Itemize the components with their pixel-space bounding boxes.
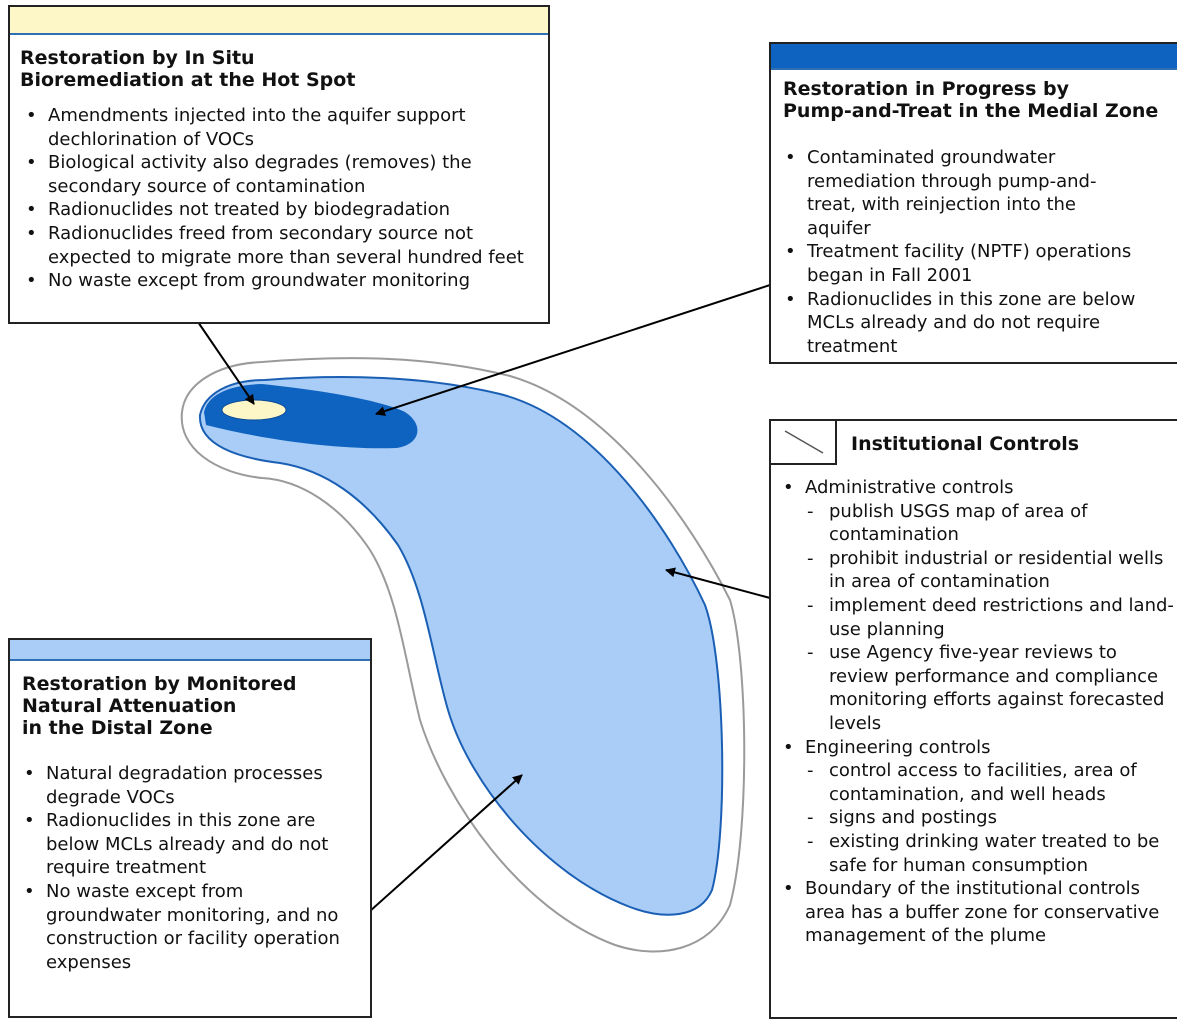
hot-spot-bullet: Radionuclides not treated by biodegradat… bbox=[20, 198, 540, 222]
hot-spot-color-band bbox=[10, 7, 548, 35]
engineering-controls-label: Engineering controls bbox=[805, 736, 991, 758]
arrow-hot-spot bbox=[197, 321, 255, 405]
administrative-controls: Administrative controls publish USGS map… bbox=[777, 476, 1177, 736]
hot-spot-title: Restoration by In Situ Bioremediation at… bbox=[20, 47, 356, 91]
hot-spot-bullets: Amendments injected into the aquifer sup… bbox=[20, 104, 540, 293]
administrative-controls-list: publish USGS map of area of contaminatio… bbox=[805, 500, 1177, 736]
hot-spot-bullet: Radionuclides freed from secondary sourc… bbox=[20, 222, 540, 269]
institutional-controls-callout: Institutional Controls Administrative co… bbox=[769, 419, 1177, 1019]
medial-zone-bullet: Contaminated groundwater remediation thr… bbox=[779, 146, 1139, 240]
admin-control-item: use Agency five-year reviews to review p… bbox=[805, 641, 1177, 735]
admin-control-item: prohibit industrial or residential wells… bbox=[805, 547, 1177, 594]
distal-zone-title: Restoration by Monitored Natural Attenua… bbox=[22, 673, 297, 739]
medial-zone-bullets: Contaminated groundwater remediation thr… bbox=[779, 146, 1139, 358]
distal-zone-bullet: No waste except from groundwater monitor… bbox=[18, 880, 364, 974]
hot-spot-bullet: Amendments injected into the aquifer sup… bbox=[20, 104, 540, 151]
engineering-control-item: existing drinking water treated to be sa… bbox=[805, 830, 1177, 877]
distal-zone-bullet: Radionuclides in this zone are below MCL… bbox=[18, 809, 364, 880]
distal-zone-callout: Restoration by Monitored Natural Attenua… bbox=[8, 638, 372, 1018]
hot-spot-callout: Restoration by In Situ Bioremediation at… bbox=[8, 5, 550, 324]
medial-zone-color-band bbox=[771, 44, 1177, 70]
plume-light-zone bbox=[198, 375, 724, 916]
boundary-bullet: Boundary of the institutional controls a… bbox=[777, 877, 1177, 948]
distal-zone-bullets: Natural degradation processes degrade VO… bbox=[18, 762, 364, 974]
arrow-medial-zone bbox=[375, 284, 771, 416]
distal-zone-color-band bbox=[10, 640, 370, 661]
institutional-controls-boundary bbox=[180, 357, 746, 953]
institutional-controls-bullets: Administrative controls publish USGS map… bbox=[777, 476, 1177, 948]
distal-zone-bullet: Natural degradation processes degrade VO… bbox=[18, 762, 364, 809]
arrow-distal-zone bbox=[359, 774, 523, 921]
medial-zone-title: Restoration in Progress by Pump-and-Trea… bbox=[783, 78, 1159, 122]
engineering-controls-list: control access to facilities, area of co… bbox=[805, 759, 1177, 877]
medial-zone-bullet: Radionuclides in this zone are below MCL… bbox=[779, 288, 1139, 359]
admin-control-item: publish USGS map of area of contaminatio… bbox=[805, 500, 1177, 547]
administrative-controls-label: Administrative controls bbox=[805, 477, 1014, 498]
arrow-boundary bbox=[665, 567, 771, 599]
hot-spot-bullet: Biological activity also degrades (remov… bbox=[20, 151, 540, 198]
institutional-controls-title: Institutional Controls bbox=[851, 433, 1080, 455]
boundary-legend-swatch bbox=[771, 421, 837, 465]
boundary-line-icon bbox=[784, 430, 824, 454]
hot-spot-bullet: No waste except from groundwater monitor… bbox=[20, 269, 540, 293]
medial-zone-bullet: Treatment facility (NPTF) operations beg… bbox=[779, 240, 1139, 287]
admin-control-item: implement deed restrictions and land-use… bbox=[805, 594, 1177, 641]
medial-zone-callout: Restoration in Progress by Pump-and-Trea… bbox=[769, 42, 1177, 364]
engineering-control-item: signs and postings bbox=[805, 806, 1177, 830]
engineering-control-item: control access to facilities, area of co… bbox=[805, 759, 1177, 806]
engineering-controls: Engineering controls control access to f… bbox=[777, 736, 1177, 878]
